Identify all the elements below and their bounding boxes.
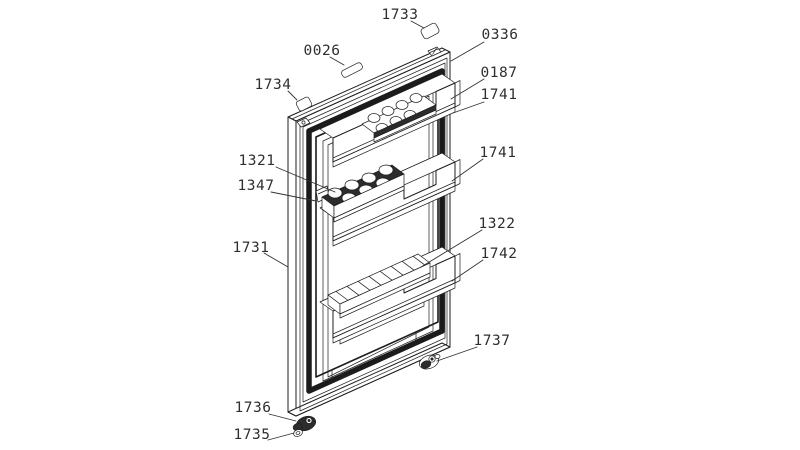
- part-label-0336: 0336: [482, 27, 519, 43]
- hinge-nut: [293, 429, 303, 437]
- part-label-1735: 1735: [234, 427, 271, 443]
- part-label-1741-upper: 1741: [481, 87, 518, 103]
- leader-1347: [270, 191, 317, 202]
- leader-lines: [263, 20, 485, 441]
- part-label-1733: 1733: [382, 7, 419, 23]
- part-label-1322: 1322: [479, 216, 516, 232]
- part-label-1321: 1321: [239, 153, 276, 169]
- part-label-0187: 0187: [481, 65, 518, 81]
- leader-1322: [420, 229, 483, 268]
- corner-cap-right: [427, 46, 442, 57]
- top-cap-part: [420, 22, 440, 40]
- leader-1734: [287, 90, 298, 101]
- egg-tray-upper: [361, 93, 437, 143]
- leader-0336: [450, 41, 485, 62]
- recess-lower: [331, 331, 417, 383]
- door-inner-outline: [299, 57, 448, 412]
- leader-1321: [275, 166, 336, 193]
- part-label-1741-middle: 1741: [480, 145, 517, 161]
- hinge-bottom-right: [418, 354, 441, 370]
- part-label-1737: 1737: [474, 333, 511, 349]
- part-labels: 1733 0026 0336 1734 0187 1741 1321 1347 …: [233, 7, 519, 443]
- leader-1733: [410, 20, 425, 29]
- part-label-0026: 0026: [304, 43, 341, 59]
- leader-1742: [451, 259, 484, 282]
- leader-1731: [263, 252, 289, 268]
- hinge-bottom-left: [292, 415, 317, 432]
- part-label-1734: 1734: [255, 77, 292, 93]
- part-label-1731: 1731: [233, 240, 270, 256]
- part-label-1742: 1742: [481, 246, 518, 262]
- leader-1741-middle: [451, 158, 484, 182]
- leader-1735: [267, 432, 295, 441]
- hinge-cover-part: [295, 96, 313, 112]
- leader-1741-upper: [452, 101, 485, 114]
- leader-1737: [436, 346, 478, 362]
- leader-0187: [450, 78, 485, 100]
- leader-0026: [329, 56, 345, 66]
- corner-cap-left: [296, 117, 311, 128]
- egg-tray-middle: [321, 164, 405, 223]
- name-plate-part: [341, 62, 363, 78]
- part-label-1347: 1347: [238, 178, 275, 194]
- part-label-1736: 1736: [235, 400, 272, 416]
- bottle-rack: [327, 253, 431, 319]
- leader-1736: [268, 413, 297, 422]
